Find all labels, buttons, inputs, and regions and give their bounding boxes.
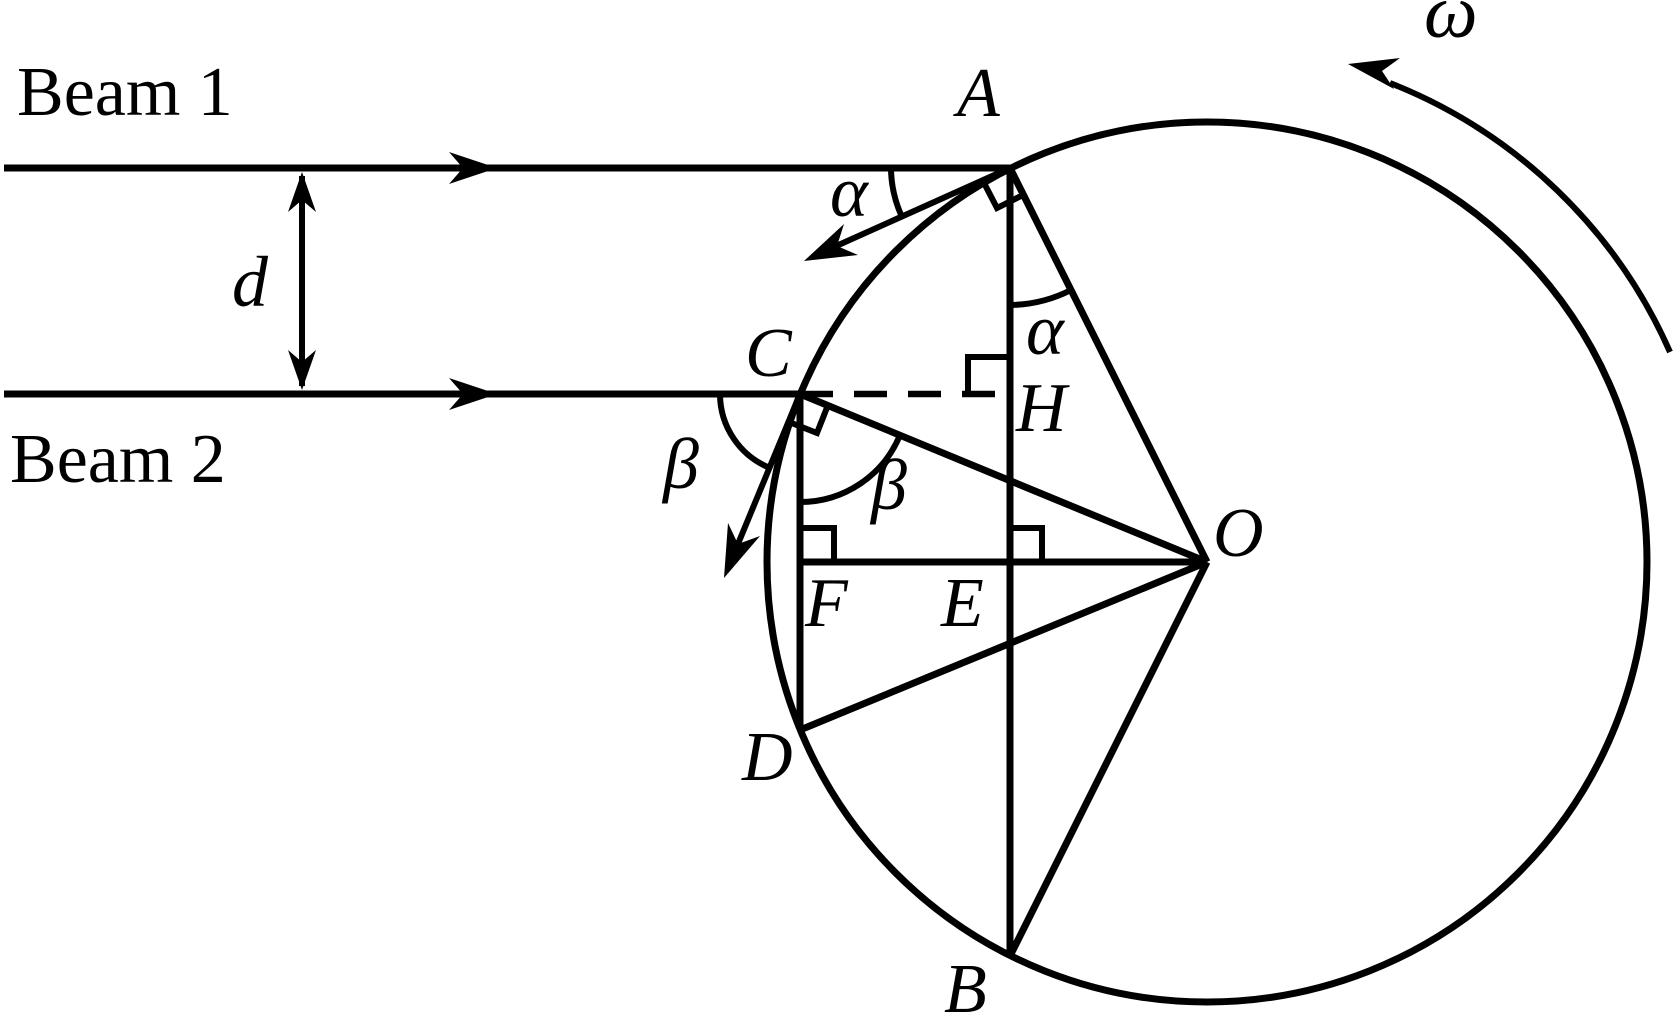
separation-arrowhead-down-icon <box>288 350 316 390</box>
angle-label-alpha-center: α <box>1026 290 1065 370</box>
angle-arc-alpha-at-AO <box>1009 287 1073 308</box>
right-angle-marker-F <box>800 525 837 562</box>
beam2-arrowhead-icon <box>449 378 497 410</box>
angle-arc-beta-at-C <box>717 393 772 471</box>
angle-arc-beta-at-CO <box>799 433 903 506</box>
radius-OB <box>1006 560 1211 958</box>
point-label-H: H <box>1015 370 1070 447</box>
point-label-F: F <box>804 565 849 642</box>
reflected-ray-C-arrowhead-icon <box>724 523 760 578</box>
point-label-A: A <box>953 55 1000 132</box>
reflected-ray-C <box>730 392 803 558</box>
beam2-label: Beam 2 <box>10 421 226 498</box>
point-label-E: E <box>940 565 984 642</box>
reflected-ray-A <box>832 165 1012 250</box>
angle-label-alpha-incidence: α <box>830 152 869 232</box>
beam-separation-label: d <box>232 242 269 322</box>
angular-velocity-label: ω <box>1424 0 1478 54</box>
radius-OA <box>1006 166 1211 564</box>
radius-OD <box>798 558 1209 734</box>
rotation-direction-arc <box>1388 80 1673 354</box>
beam1-arrowhead-icon <box>449 152 497 184</box>
right-angle-marker-A <box>980 179 1025 213</box>
point-label-B: B <box>944 951 987 1018</box>
angle-label-beta-center: β <box>869 445 907 525</box>
angle-arc-alpha-at-A <box>888 167 905 219</box>
angle-label-beta-incidence: β <box>661 424 699 504</box>
point-label-O: O <box>1213 495 1264 572</box>
disk-circle <box>763 118 1651 1006</box>
right-angle-marker-H <box>965 354 1010 394</box>
beam1-label: Beam 1 <box>17 54 233 131</box>
radius-OC <box>798 390 1209 566</box>
right-angle-marker-C <box>787 403 831 437</box>
point-label-C: C <box>745 315 793 392</box>
right-angle-marker-E <box>1010 525 1045 562</box>
reflected-ray-A-arrowhead-icon <box>804 224 858 261</box>
rotation-arrowhead-icon <box>1348 58 1400 89</box>
point-label-D: D <box>741 719 793 796</box>
separation-arrowhead-up-icon <box>288 172 316 212</box>
